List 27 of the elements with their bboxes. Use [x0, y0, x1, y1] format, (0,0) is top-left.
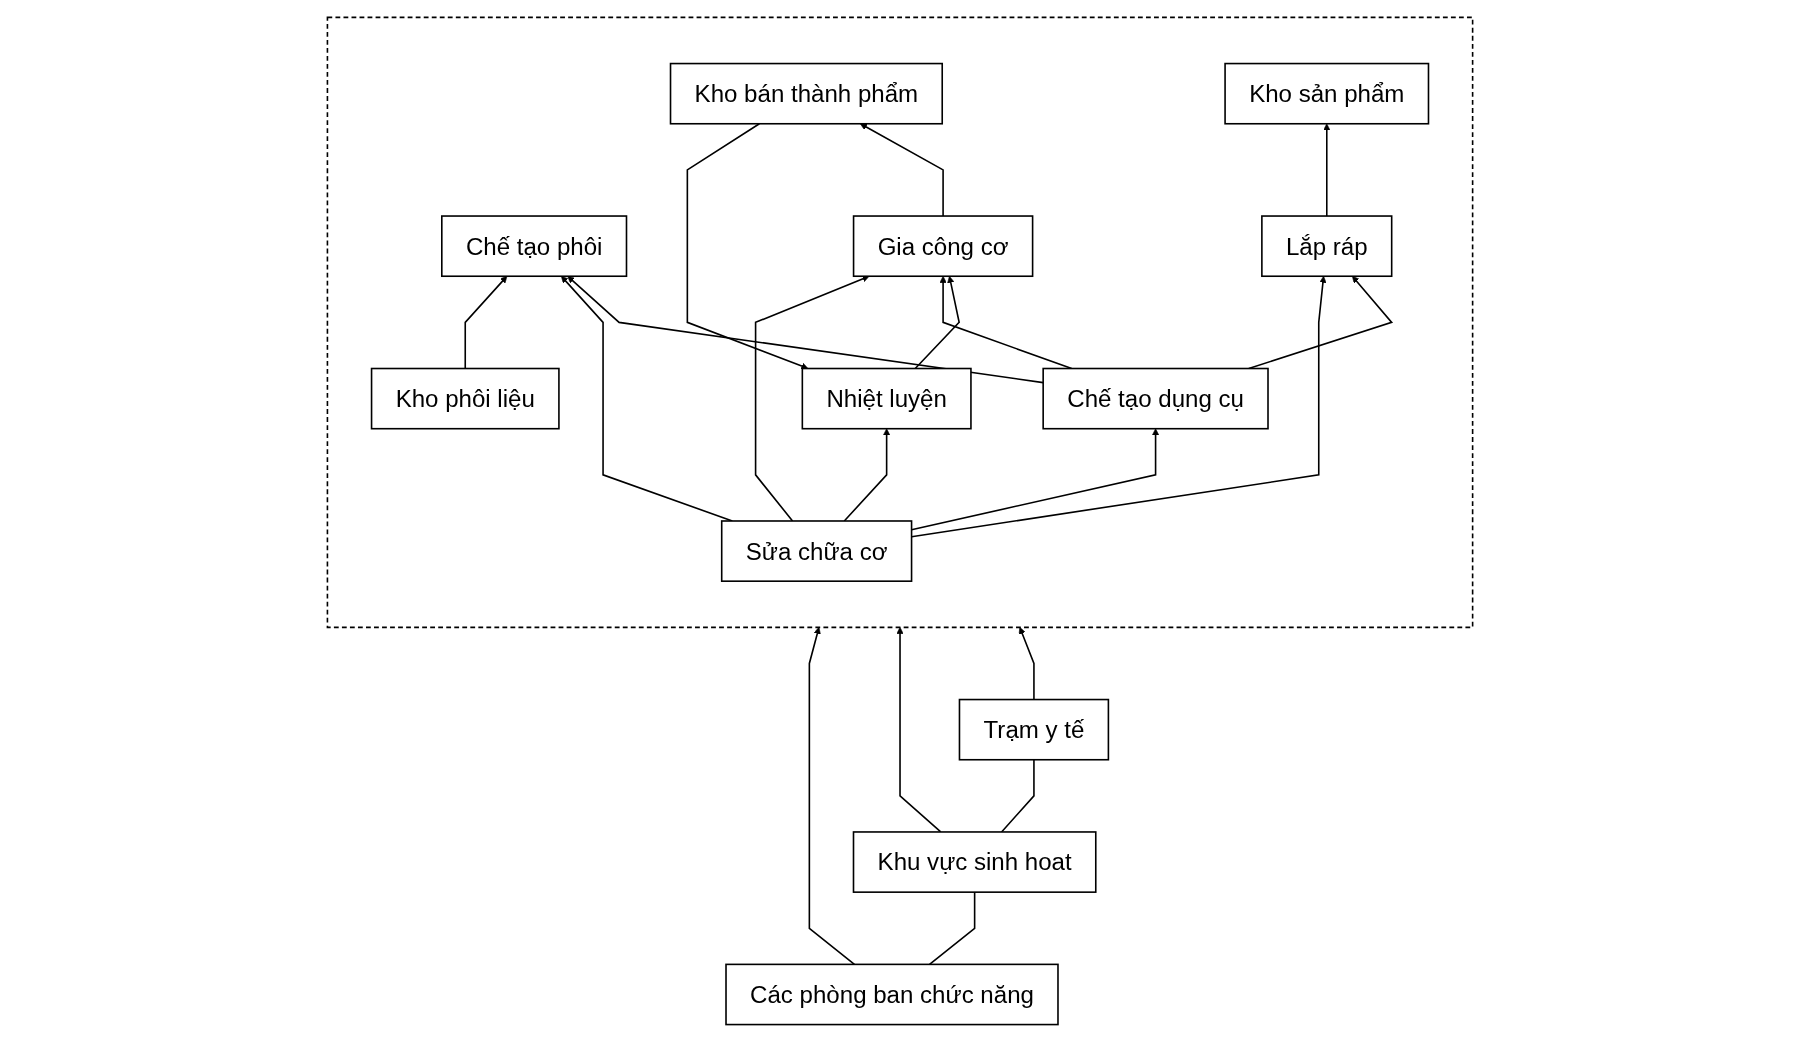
node-box: Kho bán thành phẩm	[670, 62, 944, 125]
arrow	[914, 275, 961, 369]
connector	[1001, 758, 1036, 833]
cluster	[327, 16, 1474, 628]
node-box: Nhiệt luyện	[802, 367, 973, 429]
node-box: Trạm y tế	[959, 698, 1110, 761]
node-box: Kho phôi liệu	[371, 367, 561, 429]
arrow	[896, 626, 942, 833]
arrow	[1019, 626, 1036, 700]
node-box: Chế tạo dụng cụ	[1042, 367, 1270, 429]
arrow	[843, 427, 891, 522]
connector	[929, 890, 976, 965]
node-box: Kho sản phẩm	[1224, 62, 1430, 125]
node-box: Các phòng ban chức năng	[725, 963, 1060, 1025]
arrow	[1248, 275, 1394, 369]
arrow	[464, 275, 508, 369]
arrow	[809, 626, 856, 965]
node-box: Sửa chữa cơ	[721, 519, 913, 582]
node-box: Lắp ráp	[1261, 214, 1393, 277]
arrow	[687, 122, 809, 370]
arrow	[860, 122, 945, 217]
arrow	[940, 275, 1073, 369]
arrow	[1323, 122, 1331, 217]
node-box: Chế tạo phôi	[441, 214, 628, 277]
arrow	[755, 274, 870, 522]
node-box: Khu vực sinh hoat	[853, 830, 1098, 893]
node-box: Gia công cơ	[853, 214, 1034, 277]
